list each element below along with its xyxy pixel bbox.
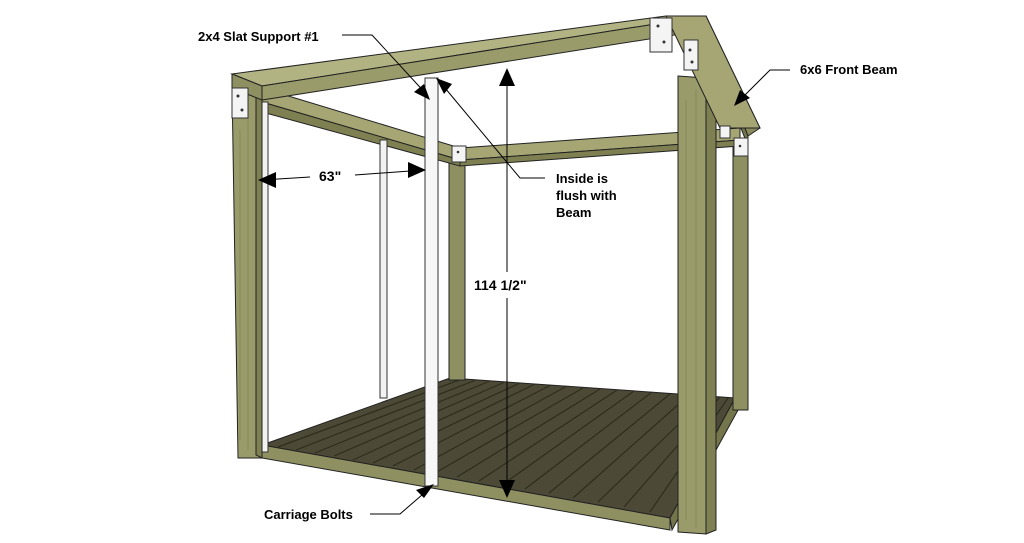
left-slat-rear bbox=[379, 139, 388, 399]
post-brackets bbox=[231, 17, 749, 163]
arrow-height-top bbox=[499, 68, 515, 86]
arrow-front-beam bbox=[734, 90, 750, 106]
slat-support-1 bbox=[424, 77, 439, 487]
slat-support-label: 2x4 Slat Support #1 bbox=[198, 29, 319, 44]
deck-boards bbox=[277, 378, 729, 513]
carriage-bolts-label: Carriage Bolts bbox=[264, 507, 353, 522]
arrow-63-right bbox=[408, 162, 426, 178]
flush-label-line1: Inside is bbox=[556, 171, 608, 186]
front-right-post bbox=[677, 73, 717, 535]
bracket-bolts bbox=[236, 24, 742, 154]
bracket-right-beam bbox=[719, 125, 731, 139]
left-slat-front bbox=[261, 101, 269, 453]
bracket-front-right bbox=[683, 39, 699, 71]
front-beam-label: 6x6 Front Beam bbox=[800, 62, 898, 77]
arrow-flush bbox=[436, 78, 452, 94]
flush-label-line3: Beam bbox=[556, 205, 591, 220]
arrow-slat-support bbox=[414, 84, 430, 100]
bracket-back-left bbox=[451, 145, 467, 163]
annotation-lines bbox=[261, 34, 790, 515]
width-dimension-label: 63" bbox=[319, 168, 341, 184]
bracket-front-left bbox=[231, 87, 249, 119]
front-left-post bbox=[231, 83, 263, 459]
back-right-post bbox=[732, 137, 749, 411]
bracket-front-corner bbox=[649, 17, 673, 53]
back-left-post bbox=[448, 147, 466, 381]
arrow-carriage-bolts bbox=[416, 484, 434, 498]
height-dimension-label: 114 1/2" bbox=[474, 277, 527, 293]
arrow-63-left bbox=[258, 172, 276, 188]
dimension-arrows bbox=[258, 68, 750, 498]
bracket-back-right bbox=[733, 137, 749, 157]
flush-label-line2: flush with bbox=[556, 188, 617, 203]
arrow-height-bottom bbox=[499, 480, 515, 498]
